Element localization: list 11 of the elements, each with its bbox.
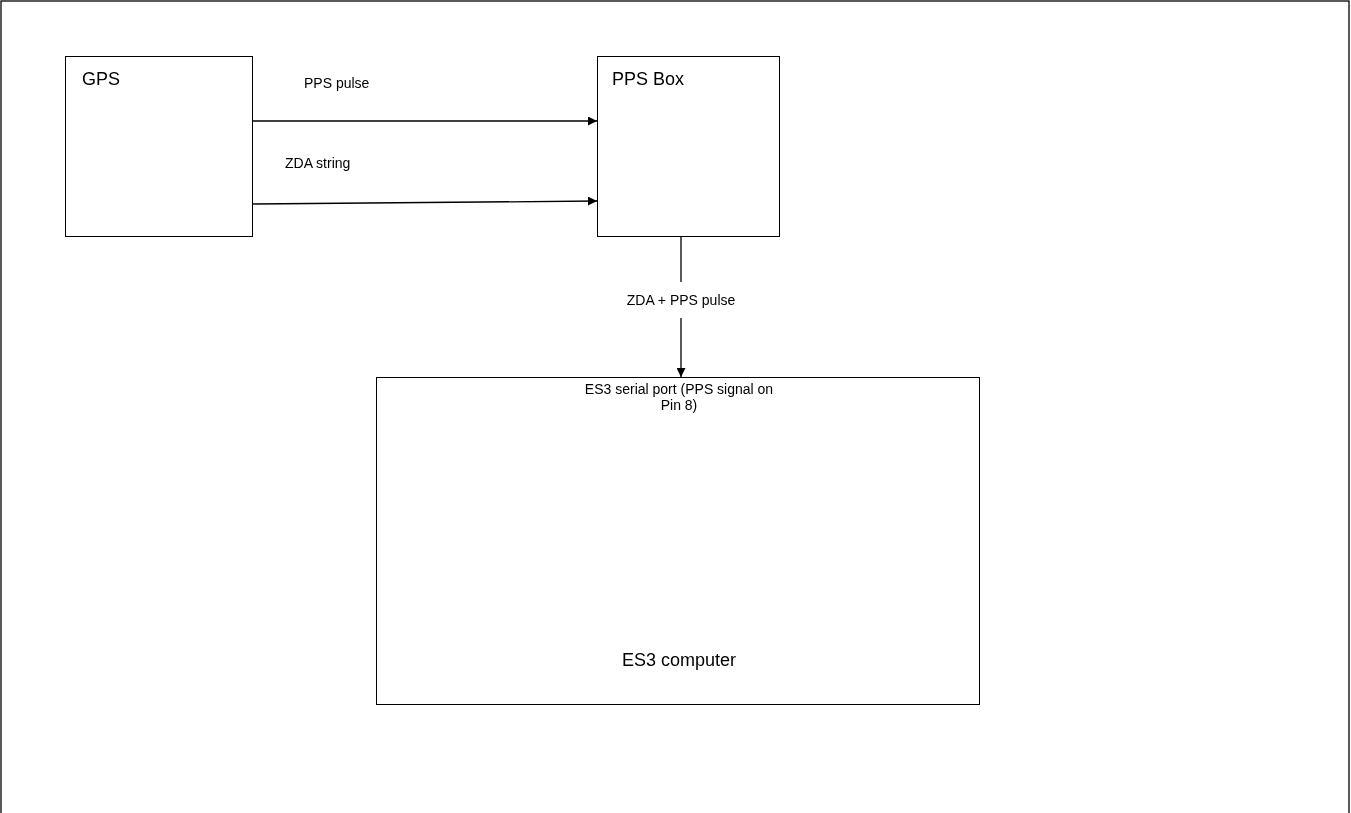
node-title: ES3 serial port (PPS signal on Pin 8) [583,381,775,414]
arrow [252,116,598,126]
component-box [65,56,253,237]
node-title: GPS [82,69,120,90]
arrow [252,196,598,206]
component-box [597,56,780,237]
edge-label: ZDA string [283,155,353,171]
node-title: PPS Box [612,69,685,90]
node-label: ES3 computer [620,650,738,671]
edge-label: PPS pulse [302,75,372,91]
component-box [376,377,980,705]
